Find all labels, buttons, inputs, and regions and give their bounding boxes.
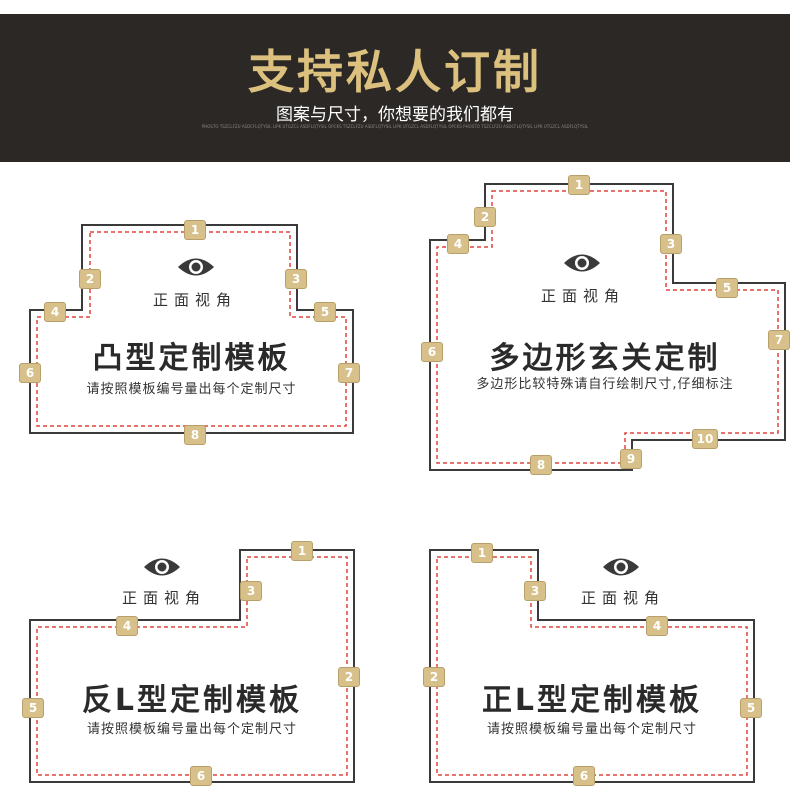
eye-icon	[143, 554, 181, 584]
normal-l-outline	[429, 549, 755, 783]
badge-4: 4	[447, 234, 469, 254]
badge-2: 2	[423, 667, 445, 687]
badge-4: 4	[646, 616, 668, 636]
badge-1: 1	[568, 175, 590, 195]
convex-dash	[36, 231, 347, 427]
badge-8: 8	[184, 425, 206, 445]
eye-icon	[177, 254, 215, 284]
badge-8: 8	[530, 455, 552, 475]
badge-3: 3	[660, 234, 682, 254]
badge-6: 6	[190, 766, 212, 786]
badge-6: 6	[421, 342, 443, 362]
badge-3: 3	[285, 269, 307, 289]
template-note: 请按照模板编号量出每个定制尺寸	[486, 722, 697, 737]
badge-5: 5	[716, 278, 738, 298]
reverse-l-outline	[29, 549, 355, 783]
template-title: 反L型定制模板	[81, 683, 303, 718]
header-banner: 支持私人订制 图案与尺寸，你想要的我们都有 PHOSTO TSZCLFZU AS…	[0, 14, 790, 162]
badge-3: 3	[240, 581, 262, 601]
badge-10: 10	[692, 429, 718, 449]
badge-5: 5	[314, 302, 336, 322]
banner-title: 支持私人订制	[248, 45, 542, 99]
badge-4: 4	[44, 302, 66, 322]
badge-6: 6	[573, 766, 595, 786]
reverse-l-dash	[36, 556, 348, 776]
badge-1: 1	[184, 220, 206, 240]
template-title: 凸型定制模板	[92, 341, 291, 376]
eye-icon	[602, 554, 640, 584]
badge-7: 7	[768, 330, 790, 350]
badge-2: 2	[79, 269, 101, 289]
badge-9: 9	[620, 449, 642, 469]
view-caption: 正面视角	[153, 291, 238, 309]
view-caption: 正面视角	[122, 589, 207, 607]
banner-fine-print: PHOSTO TSZCLFZU ASDCFLQTYSIL LIPK UTGZCL…	[201, 124, 589, 129]
badge-2: 2	[338, 667, 360, 687]
badge-6: 6	[19, 363, 41, 383]
badge-7: 7	[338, 363, 360, 383]
template-title: 多边形玄关定制	[489, 341, 721, 376]
eye-icon	[563, 250, 601, 280]
view-caption: 正面视角	[541, 287, 626, 305]
template-note: 请按照模板编号量出每个定制尺寸	[86, 382, 297, 397]
template-note: 多边形比较特殊请自行绘制尺寸,仔细标注	[476, 377, 734, 392]
template-title: 正L型定制模板	[481, 683, 703, 718]
badge-1: 1	[471, 543, 493, 563]
template-note: 请按照模板编号量出每个定制尺寸	[86, 722, 297, 737]
view-caption: 正面视角	[581, 589, 666, 607]
banner-subtitle: 图案与尺寸，你想要的我们都有	[276, 105, 514, 125]
badge-2: 2	[474, 207, 496, 227]
badge-5: 5	[22, 698, 44, 718]
badge-5: 5	[740, 698, 762, 718]
polygon-dash	[436, 190, 779, 464]
normal-l-dash	[436, 556, 748, 776]
badge-3: 3	[524, 581, 546, 601]
badge-4: 4	[116, 616, 138, 636]
badge-1: 1	[291, 541, 313, 561]
